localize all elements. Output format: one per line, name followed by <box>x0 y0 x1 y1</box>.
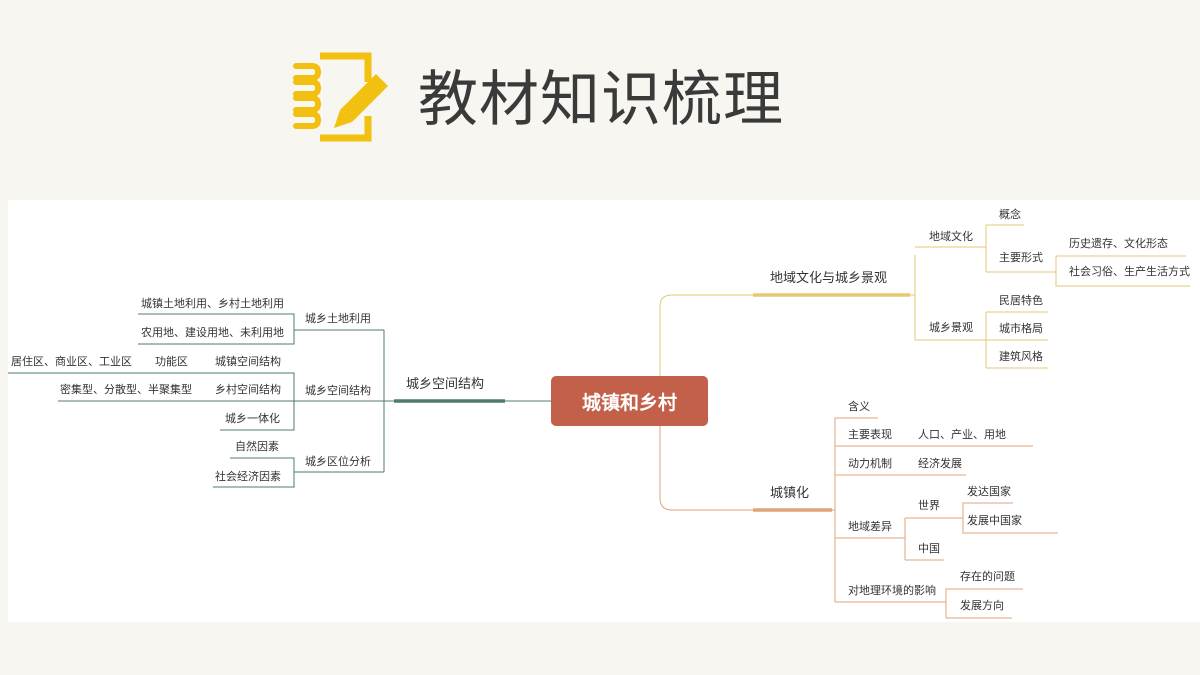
node-dynamics-value[interactable]: 经济发展 <box>918 457 962 470</box>
branch-urbanization[interactable]: 城镇化 <box>770 486 810 501</box>
node-main-performance[interactable]: 主要表现 <box>848 428 892 441</box>
node-developed-countries[interactable]: 发达国家 <box>967 485 1011 498</box>
node-concept[interactable]: 概念 <box>999 208 1021 221</box>
node-rural-types[interactable]: 密集型、分散型、半聚集型 <box>60 383 192 396</box>
node-main-forms[interactable]: 主要形式 <box>999 251 1043 264</box>
node-land-use-item[interactable]: 农用地、建设用地、未利用地 <box>141 326 284 339</box>
node-existing-problems[interactable]: 存在的问题 <box>960 570 1015 583</box>
page-title: 教材知识梳理 <box>418 65 784 135</box>
branch-culture-landscape[interactable]: 地域文化与城乡景观 <box>770 271 888 286</box>
node-spatial-structure[interactable]: 城乡空间结构 <box>305 384 371 397</box>
node-integration[interactable]: 城乡一体化 <box>225 412 280 425</box>
node-urban-structure[interactable]: 城镇空间结构 <box>215 355 281 368</box>
branch-spatial-structure[interactable]: 城乡空间结构 <box>406 377 485 392</box>
node-regional-difference[interactable]: 地域差异 <box>848 520 892 533</box>
node-dynamics[interactable]: 动力机制 <box>848 457 892 470</box>
node-form-item[interactable]: 社会习俗、生产生活方式 <box>1069 265 1190 278</box>
mindmap-connectors <box>8 224 1190 619</box>
header: 教材知识梳理 <box>0 0 1200 200</box>
node-land-use-item[interactable]: 城镇土地利用、乡村土地利用 <box>141 297 284 310</box>
node-world[interactable]: 世界 <box>918 499 940 512</box>
node-meaning[interactable]: 含义 <box>848 400 870 413</box>
node-performance-value[interactable]: 人口、产业、用地 <box>918 428 1006 441</box>
node-socioeconomic-factors[interactable]: 社会经济因素 <box>215 470 281 483</box>
node-china[interactable]: 中国 <box>918 542 940 555</box>
node-functional-area-types[interactable]: 居住区、商业区、工业区 <box>11 355 132 368</box>
node-environmental-impact[interactable]: 对地理环境的影响 <box>848 584 936 597</box>
node-rural-structure[interactable]: 乡村空间结构 <box>215 383 281 396</box>
node-location-analysis[interactable]: 城乡区位分析 <box>305 455 371 468</box>
node-developing-countries[interactable]: 发展中国家 <box>967 514 1022 527</box>
node-regional-culture[interactable]: 地域文化 <box>929 230 973 243</box>
node-land-use[interactable]: 城乡土地利用 <box>305 312 371 325</box>
node-urban-rural-landscape[interactable]: 城乡景观 <box>929 321 973 334</box>
node-form-item[interactable]: 历史遗存、文化形态 <box>1069 237 1168 250</box>
notebook-pencil-icon <box>293 52 388 142</box>
node-natural-factors[interactable]: 自然因素 <box>235 440 279 453</box>
node-development-direction[interactable]: 发展方向 <box>960 599 1004 612</box>
node-landscape-item[interactable]: 民居特色 <box>999 294 1043 307</box>
node-landscape-item[interactable]: 城市格局 <box>999 322 1043 335</box>
mindmap: 城镇和乡村 地域文化与城乡景观 地域文化 概念 主要形式 历史遗存、文化形态 社… <box>8 200 1200 622</box>
root-node[interactable]: 城镇和乡村 <box>551 376 708 426</box>
node-functional-area[interactable]: 功能区 <box>155 355 188 368</box>
node-landscape-item[interactable]: 建筑风格 <box>999 350 1043 363</box>
